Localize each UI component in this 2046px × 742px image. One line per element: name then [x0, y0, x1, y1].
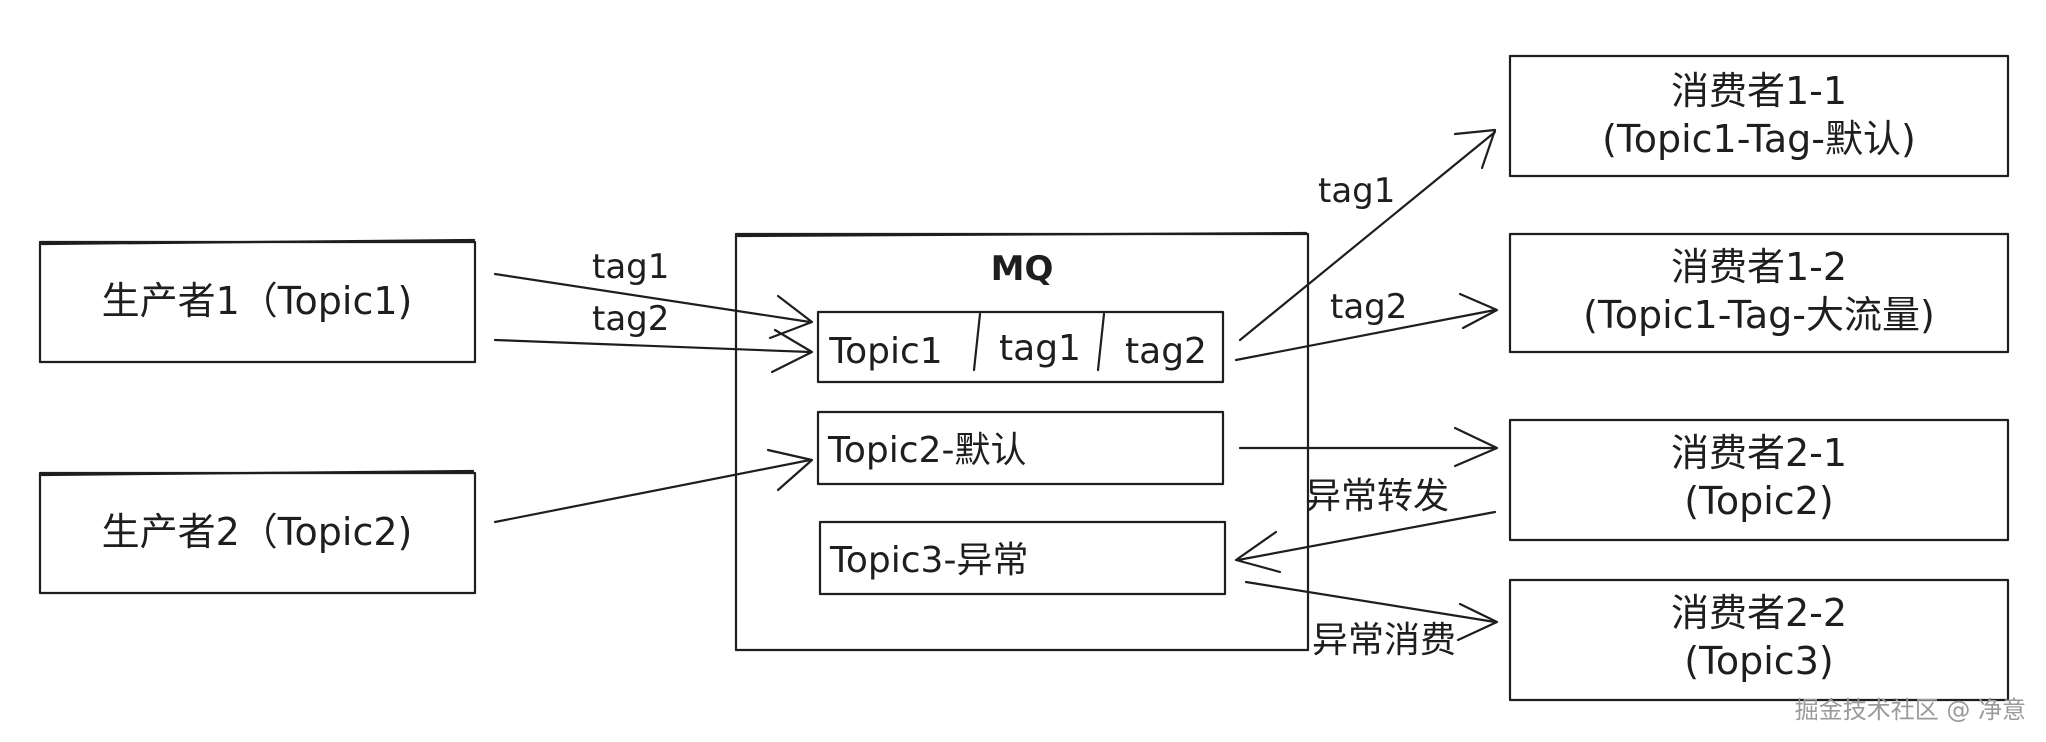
producer-1-label: 生产者1（Topic1)	[102, 279, 413, 323]
edge-label-out-tag1: tag1	[1318, 171, 1395, 211]
producer-2-node: 生产者2（Topic2)	[38, 469, 477, 595]
arrow-c21-topic3	[1234, 510, 1497, 574]
topic3-row: Topic3-异常	[818, 520, 1227, 596]
arrow-tag1-c11	[1238, 128, 1497, 342]
edge-label-p1-tag1: tag1	[592, 247, 669, 287]
consumer-1-1-node: 消费者1-1 (Topic1-Tag-默认)	[1508, 54, 2010, 178]
edge-label-exception-forward: 异常转发	[1305, 476, 1449, 517]
topic3-label: Topic3-异常	[829, 540, 1028, 581]
producer-1-node: 生产者1（Topic1)	[38, 238, 477, 364]
mq-title: MQ	[991, 249, 1054, 289]
mq-node: MQ Topic1 tag1 tag2 Topic2-默认 Topic3-异常	[734, 231, 1310, 652]
topic2-row: Topic2-默认	[816, 410, 1225, 486]
consumer-2-2-topic: (Topic3)	[1684, 639, 1833, 683]
consumer-2-1-node: 消费者2-1 (Topic2)	[1508, 418, 2010, 542]
topic1-cell-tag2: tag2	[1125, 331, 1207, 372]
edge-label-out-tag2: tag2	[1330, 287, 1407, 327]
consumer-2-1-topic: (Topic2)	[1684, 479, 1833, 523]
watermark-text: 掘金技术社区 @ 净意	[1795, 696, 2026, 724]
topic2-label: Topic2-默认	[827, 430, 1026, 471]
producer-2-label: 生产者2（Topic2)	[102, 510, 413, 554]
edge-label-p1-tag2: tag2	[592, 299, 669, 339]
arrow-p2-topic2	[493, 448, 814, 524]
consumer-2-2-node: 消费者2-2 (Topic3)	[1508, 578, 2010, 702]
arrow-tag2-c12	[1234, 292, 1499, 362]
consumer-1-1-topic: (Topic1-Tag-默认)	[1602, 117, 1916, 161]
topic1-cell-topic: Topic1	[828, 331, 942, 372]
consumer-2-1-title: 消费者2-1	[1671, 431, 1847, 475]
consumer-1-2-topic: (Topic1-Tag-大流量)	[1583, 293, 1935, 337]
arrow-topic3-c22	[1244, 580, 1499, 642]
consumer-2-2-title: 消费者2-2	[1671, 591, 1847, 635]
topic1-cell-tag1: tag1	[999, 328, 1081, 369]
consumer-1-2-title: 消费者1-2	[1671, 245, 1847, 289]
arrow-p1-tag1	[493, 272, 814, 340]
consumer-1-2-node: 消费者1-2 (Topic1-Tag-大流量)	[1508, 232, 2010, 354]
consumer-1-1-title: 消费者1-1	[1671, 69, 1847, 113]
arrow-p1-tag2	[493, 328, 814, 374]
topic1-row: Topic1 tag1 tag2	[816, 310, 1225, 384]
edge-label-exception-consume: 异常消费	[1312, 620, 1456, 661]
arrow-topic2-c21	[1238, 426, 1499, 468]
